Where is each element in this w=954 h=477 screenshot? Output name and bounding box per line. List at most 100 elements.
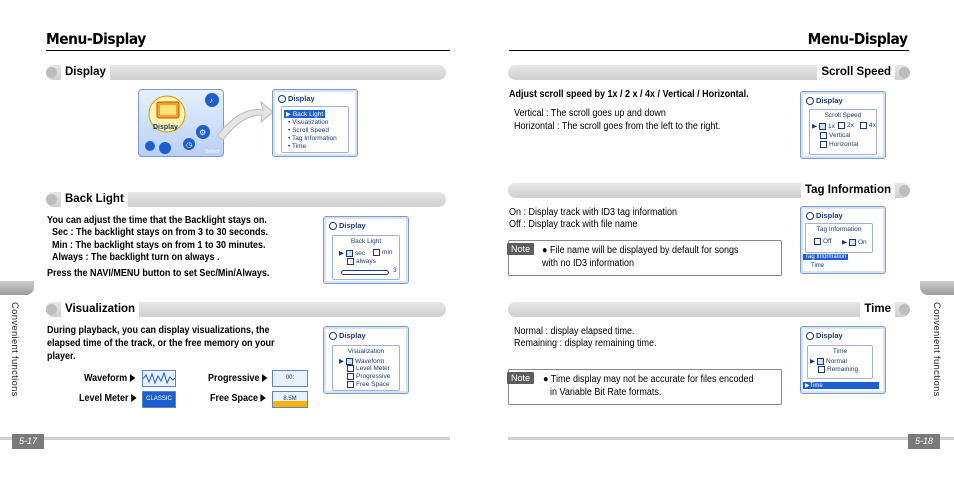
screen-header: Display [806,96,843,105]
time-remaining: Remaining : display remaining time. [514,338,657,349]
screen-header: Display [806,211,843,220]
free-space-thumb: 8.5M [272,391,308,408]
checkbox-icon [347,381,354,388]
side-label: Convenient functions [9,302,20,397]
svg-text:⚙: ⚙ [199,128,206,137]
menu-item-time[interactable]: Time [811,263,825,269]
note-label: Note [507,243,535,255]
checkbox-icon [346,249,353,257]
opt-normal[interactable]: ▶Normal [810,357,847,365]
backlight-min: Min : The backlight stays on from 1 to 3… [52,240,266,251]
section-bar-scroll-speed: Scroll Speed [508,65,910,80]
opt-vertical[interactable]: Vertical [820,132,850,139]
panel-title: Time [832,348,848,355]
menu-item-visualization[interactable]: • Visualization [288,119,329,126]
scroll-horizontal: Horizontal : The scroll goes from the le… [514,121,721,132]
note-label: Note [507,372,535,384]
checkbox-icon [849,238,856,246]
backlight-screen: Display Back Light ▶sec min always 3 [323,216,409,284]
page-title: Menu-Display [808,30,908,48]
opt-min[interactable]: min [373,249,392,256]
screen-header: Display [806,331,843,340]
right-triangle-icon [262,374,268,383]
slider-value: 3 [393,267,397,274]
scroll-vertical: Vertical : The scroll goes up and down [514,108,666,119]
checkbox-icon [817,357,824,365]
backlight-sec: Sec : The backlight stays on from 3 to 3… [52,227,269,238]
svg-text:◷: ◷ [186,142,193,149]
opt-progressive[interactable]: Progressive [347,373,390,380]
panel-title: Back Light [350,238,382,245]
visualization-screen: Display Visualization ▶Waveform Level Me… [323,326,409,394]
page-right: Menu-Display Scroll Speed Adjust scroll … [477,0,954,477]
opt-horizontal[interactable]: Horizontal [820,141,858,148]
waveform-thumb [142,370,176,387]
menu-item-time[interactable]: • Time [288,143,307,150]
opt-2x[interactable]: 2x [838,122,854,129]
menu-panel: ▶ Back Light • Visualization • Scroll Sp… [281,106,349,153]
scroll-panel: Scroll Speed ▶1x 2x 4x Vertical Horizont… [809,109,877,155]
time-note-line-2: in Variable Bit Rate formats. [550,387,662,398]
opt-free-space[interactable]: Free Space [347,381,390,388]
side-label: Convenient functions [931,302,942,397]
display-icon-tile: ♪ ⚙ ◷ Display Select [138,89,224,157]
checkbox-icon [860,122,867,129]
menu-item-time[interactable]: ▶Time [803,382,879,389]
screen-header: Display [278,94,315,103]
menu-item-scroll-speed[interactable]: • Scroll Speed [288,127,329,134]
section-bullet [46,304,57,315]
tag-panel: Tag Information Off ▶On [805,223,873,253]
opt-4x[interactable]: 4x [860,122,876,129]
page-number: 5-18 [908,434,940,449]
section-heading: Scroll Speed [817,65,895,80]
opt-always[interactable]: always [347,258,376,265]
display-badge-icon [278,94,286,103]
screen-header: Display [329,331,366,340]
backlight-press: Press the NAVI/MENU button to set Sec/Mi… [47,268,270,279]
checkbox-icon [838,122,845,129]
panel-title: Tag Information [816,226,862,233]
tag-note-line-1: ● File name will be displayed by default… [542,245,739,256]
right-triangle-icon [129,374,136,383]
page-left: Menu-Display Display ♪ ⚙ ◷ Display Selec… [0,30,450,449]
menu-item-back-light[interactable]: ▶ Back Light [284,110,326,118]
right-triangle-icon [260,394,266,403]
screen-title: Display [288,94,315,103]
scroll-intro: Adjust scroll speed by 1x / 2 x / 4x / V… [509,89,749,100]
menu-item-tag-information[interactable]: • Tag Information [288,135,337,142]
checkbox-icon [346,357,353,365]
opt-off[interactable]: Off [814,238,832,245]
opt-waveform[interactable]: ▶Waveform [339,357,385,365]
title-rule [509,50,909,51]
select-label: Select [205,149,219,155]
checkbox-icon [818,366,825,373]
menu-item-tag-information[interactable]: Tag Information [803,254,849,260]
section-bullet [899,185,910,196]
section-bar-tag-information: Tag Information [508,183,910,198]
page-title: Menu-Display [46,30,146,48]
time-normal: Normal : display elapsed time. [514,326,635,337]
visualization-line-3: player. [47,351,76,362]
time-note-line-1: ● Time display may not be accurate for f… [543,374,754,385]
opt-sec[interactable]: ▶sec [339,249,366,257]
opt-1x[interactable]: ▶1x [812,122,835,130]
opt-remaining[interactable]: Remaining [818,366,858,373]
backlight-intro: You can adjust the time that the Backlig… [47,215,267,226]
time-panel: Time ▶Normal Remaining [807,345,873,379]
free-space-label: Free Space [210,393,266,406]
section-bullet [46,194,57,205]
backlight-slider[interactable] [341,270,389,275]
panel-title: Scroll Speed [824,112,862,119]
section-heading: Tag Information [800,183,895,198]
opt-on[interactable]: ▶On [842,238,867,246]
opt-level-meter[interactable]: Level Meter [347,365,390,372]
tag-on: On : Display track with ID3 tag informat… [509,207,678,218]
waveform-label: Waveform [84,373,136,386]
time-screen: Display Time ▶Normal Remaining ▶Time [800,326,886,394]
section-bar-display: Display [46,65,446,80]
tag-note-box: Note ● File name will be displayed by de… [507,240,782,276]
level-meter-label: Level Meter [79,393,137,406]
backlight-always: Always : The backlight turn on always . [52,252,220,263]
visualization-panel: Visualization ▶Waveform Level Meter Prog… [332,345,400,391]
time-note-box: Note ● Time display may not be accurate … [507,369,782,405]
